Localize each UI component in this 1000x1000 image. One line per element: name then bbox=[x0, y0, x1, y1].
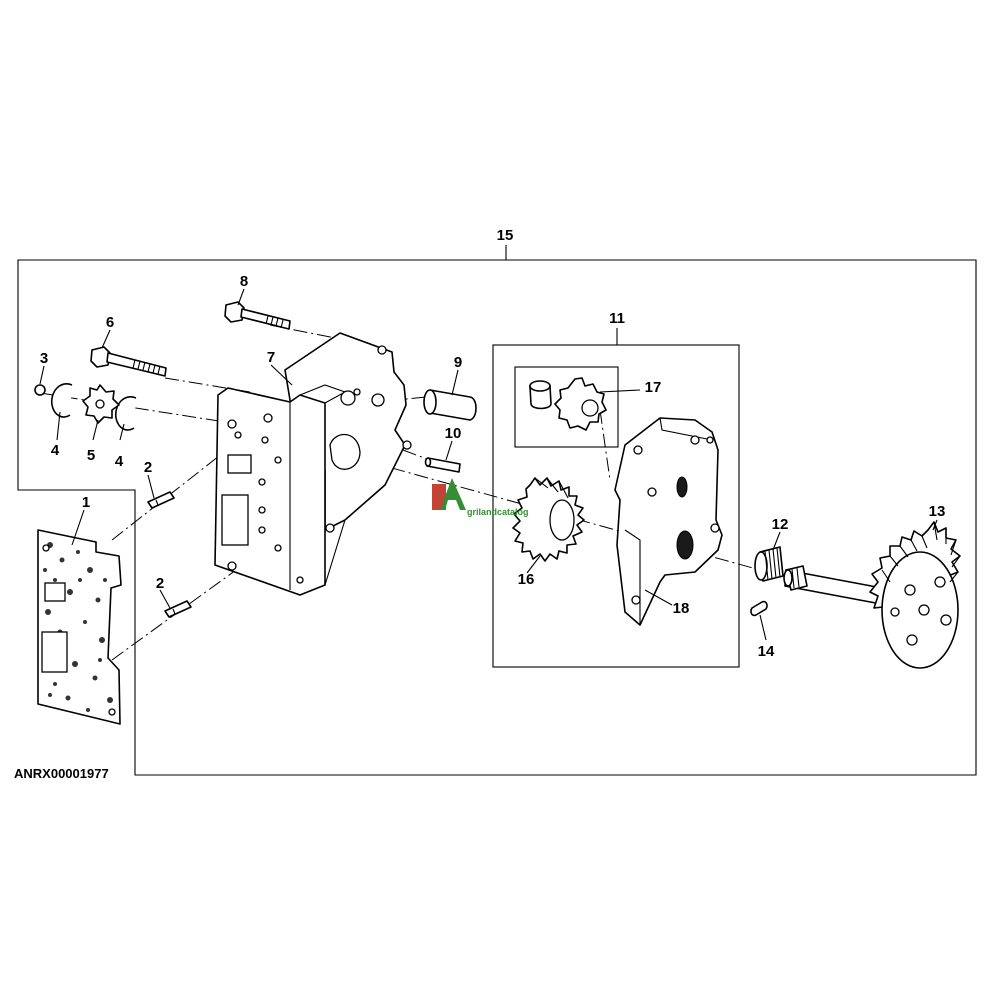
callout-5: 5 bbox=[87, 447, 95, 464]
part-13-drive-gear bbox=[783, 521, 961, 669]
part-12-needle-bearing bbox=[754, 546, 784, 582]
watermark-logo: grilandcatalog bbox=[432, 478, 529, 517]
callout-18: 18 bbox=[673, 600, 690, 617]
callout-2-upper: 2 bbox=[144, 459, 152, 476]
callout-10: 10 bbox=[445, 425, 462, 442]
callout-4-left: 4 bbox=[51, 442, 60, 459]
part-9-bushing bbox=[423, 389, 477, 421]
part-18-pump-cover bbox=[614, 417, 723, 626]
callout-7: 7 bbox=[267, 349, 275, 366]
callout-2-lower: 2 bbox=[156, 575, 164, 592]
part-5-star-washer bbox=[82, 384, 120, 424]
part-1-gasket bbox=[37, 529, 122, 725]
part-6-bolt bbox=[90, 346, 167, 377]
callout-8: 8 bbox=[240, 273, 248, 290]
callout-3: 3 bbox=[40, 350, 48, 367]
figure-id: ANRX00001977 bbox=[14, 766, 109, 781]
part-17-rotor-set bbox=[529, 377, 607, 431]
callout-6: 6 bbox=[106, 314, 114, 331]
part-3-retaining-ring bbox=[34, 384, 46, 396]
subassembly-11-box bbox=[492, 344, 740, 668]
callout-1: 1 bbox=[82, 494, 90, 511]
callout-13: 13 bbox=[929, 503, 946, 520]
part-2-dowel-pin-upper bbox=[147, 491, 175, 509]
callout-12: 12 bbox=[772, 516, 789, 533]
subassembly-17-box bbox=[514, 366, 619, 448]
part-8-bolt bbox=[224, 301, 291, 330]
part-4-snap-ring-left bbox=[50, 383, 73, 418]
callout-labels: 15 11 8 6 7 3 9 17 10 4 5 4 2 1 13 12 16… bbox=[40, 227, 946, 660]
callout-9: 9 bbox=[454, 354, 462, 371]
callout-15: 15 bbox=[497, 227, 514, 244]
watermark-text: grilandcatalog bbox=[467, 507, 529, 517]
part-2-dowel-pin-lower bbox=[164, 600, 192, 618]
part-4-snap-ring-right bbox=[114, 396, 137, 431]
callout-14: 14 bbox=[758, 643, 775, 660]
part-7-pump-housing bbox=[214, 332, 412, 596]
part-10-pin bbox=[424, 457, 461, 473]
part-14-woodruff-key bbox=[750, 600, 768, 617]
callout-11: 11 bbox=[609, 310, 625, 327]
callout-17: 17 bbox=[645, 379, 662, 396]
leader-lines bbox=[39, 288, 938, 641]
part-16-spur-gear bbox=[512, 477, 585, 562]
callout-4-right: 4 bbox=[115, 453, 124, 470]
callout-16: 16 bbox=[518, 571, 535, 588]
assembly-15-outline bbox=[17, 259, 977, 776]
